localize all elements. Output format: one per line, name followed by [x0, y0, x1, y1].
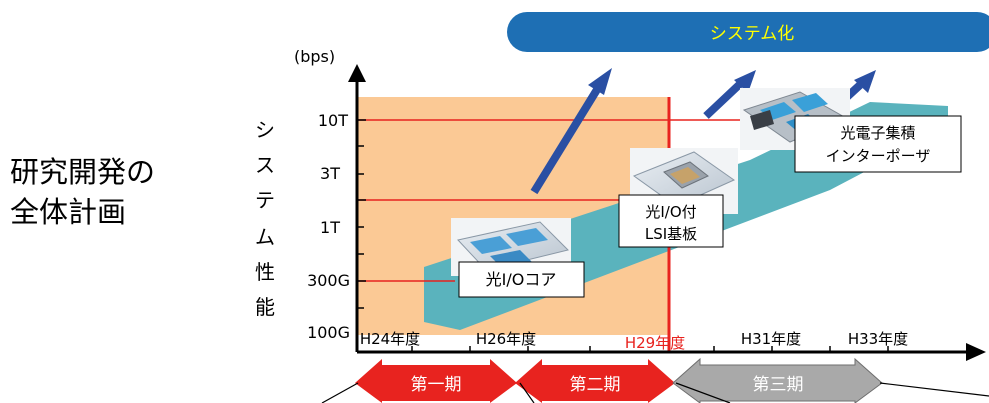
x-tick-marks [411, 346, 889, 352]
phase-leader-lines [321, 382, 989, 403]
phase-label-1: 第一期 [411, 375, 462, 395]
y-axis-label-char-2: ス [255, 153, 275, 177]
milestone-label-io-lsi-line-2: LSI基板 [645, 225, 697, 243]
phase-arrow-2 [515, 359, 675, 403]
milestone-box-io-lsi [618, 194, 724, 248]
y-axis-label-char-6: 能 [255, 295, 275, 319]
milestone-label-interposer-line-1: 光電子集積 [840, 124, 915, 142]
x-tick-label-h26: H26年度 [476, 330, 536, 348]
trend-arrow-2 [703, 70, 756, 119]
y-tick-label-300g: 300G [307, 271, 350, 290]
milestone-box-io-core [458, 261, 585, 298]
x-tick-label-h29: H29年度 [625, 334, 685, 352]
x-tick-label-h24: H24年度 [360, 330, 420, 348]
device-image-io-core [451, 218, 571, 276]
x-tick-label-h31: H31年度 [741, 330, 801, 348]
milestone-box-interposer [794, 115, 962, 173]
system-banner-label: システム化 [710, 24, 795, 44]
trend-arrow-1 [530, 68, 612, 195]
milestone-label-io-lsi-line-1: 光I/O付 [645, 203, 696, 221]
y-tick-label-1t: 1T [320, 218, 340, 237]
y-tick-marks [357, 119, 366, 309]
x-tick-label-h33: H33年度 [848, 330, 908, 348]
y-axis-label-char-1: シ [255, 118, 275, 142]
phase-label-2: 第二期 [570, 375, 621, 395]
y-axis-unit: (bps) [294, 47, 335, 66]
milestone-label-interposer-line-2: インターポーザ [826, 147, 931, 165]
plan-title-line-2: 全体計画 [10, 195, 126, 229]
plan-title-line-1: 研究開発の [10, 155, 155, 189]
y-tick-label-3t: 3T [320, 164, 340, 183]
y-tick-label-10t: 10T [318, 111, 348, 130]
system-banner [507, 12, 989, 52]
milestone-label-io-core: 光I/Oコア [486, 270, 557, 289]
y-axis-label-char-3: テ [255, 188, 275, 212]
y-axis-arrowhead [348, 64, 366, 82]
phase-label-3: 第三期 [753, 375, 804, 395]
y-tick-label-100g: 100G [307, 323, 350, 342]
x-axis-arrowhead [966, 343, 986, 361]
y-axis-label-char-5: 性 [255, 260, 275, 284]
y-axis-label-char-4: ム [255, 225, 275, 249]
phase-arrow-1 [355, 359, 517, 403]
